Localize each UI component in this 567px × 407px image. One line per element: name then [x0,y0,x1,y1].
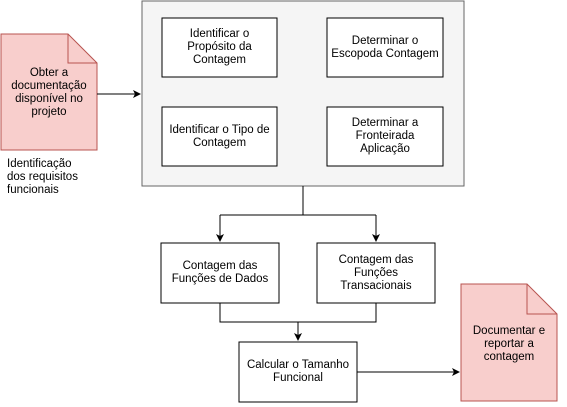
step-label-proposito: Identificar o Propósito da Contagem [187,28,252,66]
result-document-label: Documentar e reportar a contagem [472,324,546,363]
step-label-escopo: Determinar o Escopoda Contagem [331,34,439,60]
funcoes-dados-box[interactable] [160,242,280,304]
funcoes-transacionais-label: Contagem das Funções Transacionais [338,253,414,292]
step-box-proposito[interactable] [161,17,278,78]
step-box-escopo[interactable] [326,17,444,78]
funcoes-transacionais-box[interactable] [316,242,436,304]
funcoes-dados-label: Contagem das Funções de Dados [171,260,269,285]
calcular-label: Calcular o Tamanho Funcional [246,359,350,384]
result-document-shape [460,283,558,402]
step-box-tipo[interactable] [161,106,278,167]
connector-merge [219,303,377,323]
step-label-tipo: Identificar o Tipo de Contagem [169,123,270,149]
requirements-note: Identificação dos requisitos funcionais [7,158,78,196]
source-document-fold [67,34,97,64]
step-label-fronteira: Determinar a Fronteirada Aplicação [351,117,419,155]
source-document-label: Obter a documentação disponível no proje… [11,67,87,118]
calcular-box[interactable] [238,341,358,403]
step-box-fronteira[interactable] [326,106,444,167]
result-document-fold [526,284,557,315]
